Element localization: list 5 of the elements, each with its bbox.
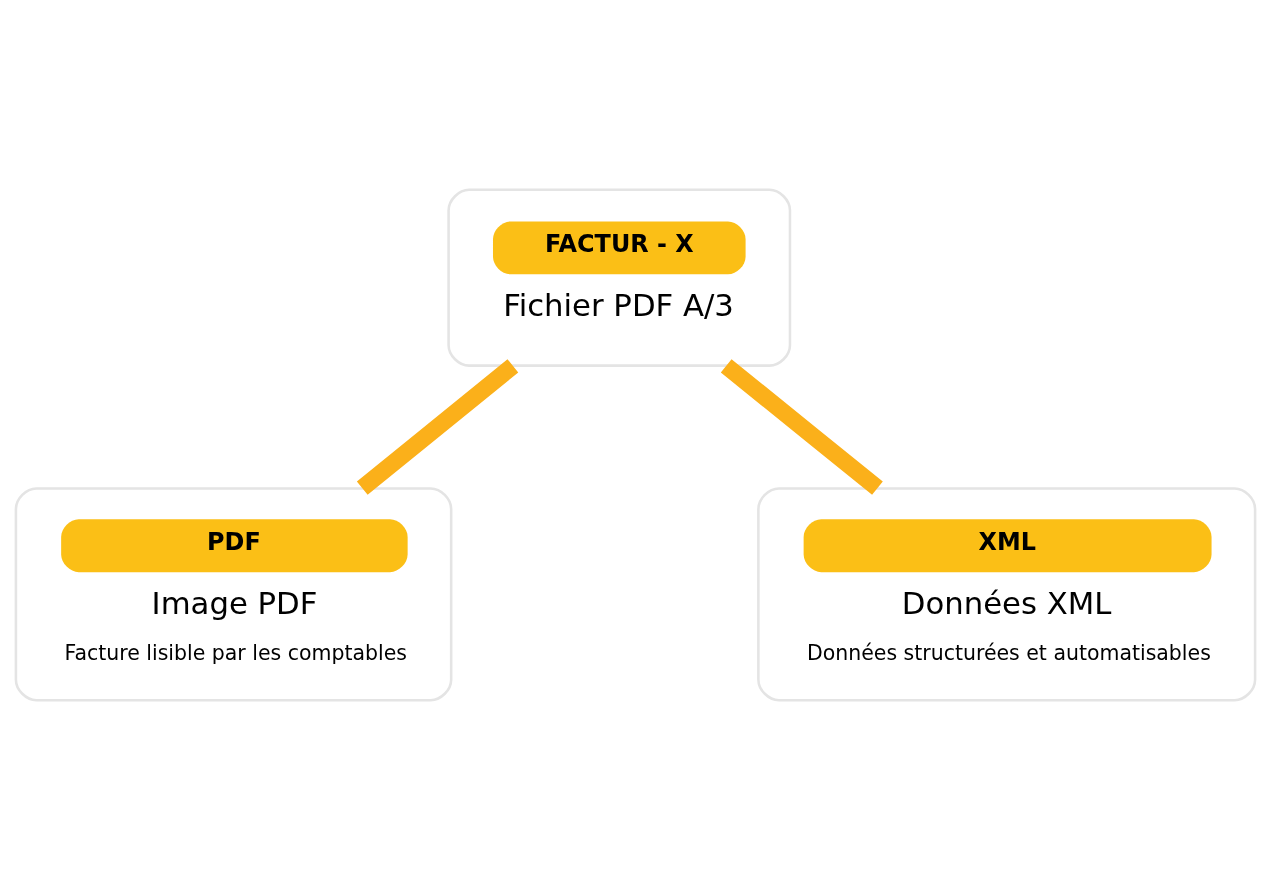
node-box: FACTUR - X Fichier PDF A/3 <box>447 188 792 367</box>
node-box: PDF Image PDF Facture lisible par les comptables <box>14 487 453 702</box>
connector <box>720 359 883 495</box>
connector <box>356 359 519 495</box>
node-box: XML Données XML Données structurées et automatisables <box>757 487 1257 702</box>
